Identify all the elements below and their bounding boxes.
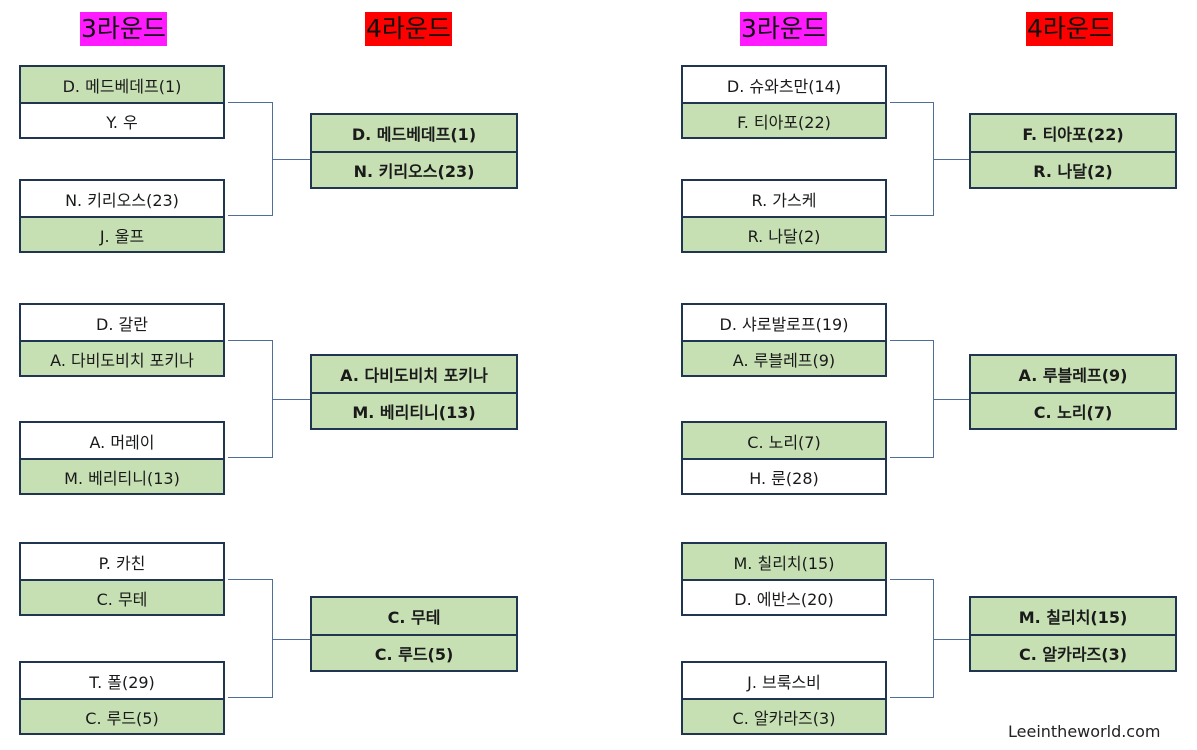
right-connector-line-1 [934, 159, 969, 160]
player-slot: J. 브룩스비 [683, 663, 885, 698]
player-slot: D. 메드베데프(1) [312, 115, 516, 151]
round-header-left-4: 4라운드 [365, 12, 452, 46]
player-slot: F. 티아포(22) [971, 115, 1175, 151]
player-slot: C. 알카라즈(3) [971, 634, 1175, 670]
player-slot: C. 무테 [21, 579, 223, 614]
right-round4-match-1: F. 티아포(22)R. 나달(2) [969, 113, 1177, 189]
player-slot: D. 슈와츠만(14) [683, 67, 885, 102]
player-slot: H. 룬(28) [683, 458, 885, 493]
player-slot: F. 티아포(22) [683, 102, 885, 137]
player-slot: C. 루드(5) [21, 698, 223, 733]
right-connector-line-3 [934, 639, 969, 640]
left-connector-2 [228, 340, 273, 458]
player-slot: D. 메드베데프(1) [21, 67, 223, 102]
player-slot: M. 베리티니(13) [312, 392, 516, 428]
left-connector-line-2 [273, 399, 310, 400]
player-slot: N. 키리오스(23) [21, 181, 223, 216]
left-connector-1 [228, 102, 273, 216]
left-connector-line-3 [273, 639, 310, 640]
player-slot: C. 알카라즈(3) [683, 698, 885, 733]
player-slot: M. 베리티니(13) [21, 458, 223, 493]
player-slot: P. 카친 [21, 544, 223, 579]
left-round3-match-1: D. 메드베데프(1)Y. 우 [19, 65, 225, 139]
right-round3-match-5: M. 칠리치(15)D. 에반스(20) [681, 542, 887, 616]
player-slot: A. 루블레프(9) [971, 356, 1175, 392]
player-slot: A. 루블레프(9) [683, 340, 885, 375]
right-connector-1 [890, 102, 934, 216]
player-slot: C. 노리(7) [683, 423, 885, 458]
player-slot: R. 나달(2) [971, 151, 1175, 187]
round-header-right-4: 4라운드 [1026, 12, 1113, 46]
player-slot: T. 폴(29) [21, 663, 223, 698]
right-round3-match-4: C. 노리(7)H. 룬(28) [681, 421, 887, 495]
left-connector-line-1 [273, 159, 310, 160]
player-slot: A. 머레이 [21, 423, 223, 458]
left-round3-match-6: T. 폴(29)C. 루드(5) [19, 661, 225, 735]
player-slot: D. 갈란 [21, 305, 223, 340]
right-round4-match-3: M. 칠리치(15)C. 알카라즈(3) [969, 596, 1177, 672]
watermark: Leeintheworld.com [1008, 722, 1161, 741]
player-slot: R. 가스케 [683, 181, 885, 216]
round-header-left-3: 3라운드 [80, 12, 167, 46]
left-connector-3 [228, 579, 273, 698]
player-slot: R. 나달(2) [683, 216, 885, 251]
player-slot: C. 루드(5) [312, 634, 516, 670]
right-connector-line-2 [934, 399, 969, 400]
player-slot: Y. 우 [21, 102, 223, 137]
round-header-right-3: 3라운드 [740, 12, 827, 46]
player-slot: A. 다비도비치 포키나 [312, 356, 516, 392]
right-round3-match-3: D. 샤로발로프(19)A. 루블레프(9) [681, 303, 887, 377]
player-slot: D. 에반스(20) [683, 579, 885, 614]
right-connector-2 [890, 340, 934, 458]
player-slot: C. 무테 [312, 598, 516, 634]
player-slot: A. 다비도비치 포키나 [21, 340, 223, 375]
left-round4-match-1: D. 메드베데프(1)N. 키리오스(23) [310, 113, 518, 189]
player-slot: C. 노리(7) [971, 392, 1175, 428]
right-connector-3 [890, 579, 934, 698]
right-round4-match-2: A. 루블레프(9)C. 노리(7) [969, 354, 1177, 430]
player-slot: J. 울프 [21, 216, 223, 251]
player-slot: M. 칠리치(15) [971, 598, 1175, 634]
player-slot: M. 칠리치(15) [683, 544, 885, 579]
player-slot: D. 샤로발로프(19) [683, 305, 885, 340]
player-slot: N. 키리오스(23) [312, 151, 516, 187]
left-round3-match-2: N. 키리오스(23)J. 울프 [19, 179, 225, 253]
right-round3-match-1: D. 슈와츠만(14)F. 티아포(22) [681, 65, 887, 139]
